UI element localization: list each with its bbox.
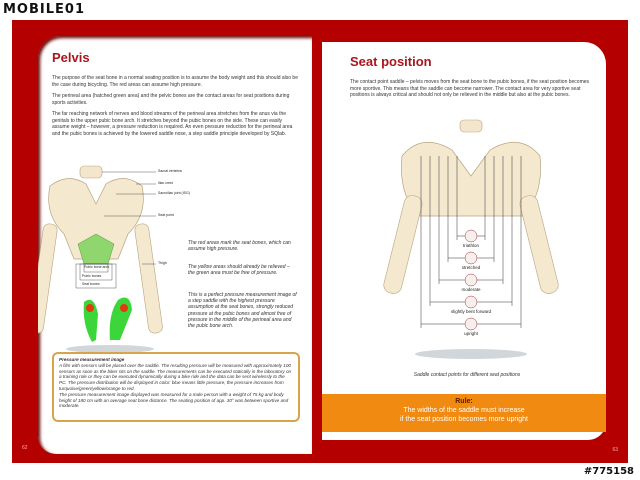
diagram-caption: Saddle contact points for different seat… xyxy=(413,372,521,378)
rider-position-icon xyxy=(464,273,478,287)
caption: The yellow areas should already be relie… xyxy=(188,264,290,277)
paragraph: The far reaching network of nerves and b… xyxy=(52,111,293,137)
diagram-label: Thigh xyxy=(158,261,167,265)
position-label: upright xyxy=(464,331,478,336)
diagram-label: Sacral vertebra xyxy=(158,169,182,173)
rider-position-icon xyxy=(464,317,478,331)
position-label: stretched xyxy=(461,265,481,270)
page-title: Seat position xyxy=(350,54,432,69)
page-title: Pelvis xyxy=(52,50,90,65)
left-page: Pelvis The purpose of the seat bone in a… xyxy=(38,36,312,454)
position-label: moderate xyxy=(461,287,481,292)
page-number-right: 63 xyxy=(612,447,618,453)
seat-positions-diagram xyxy=(383,119,559,359)
diagram-label: Sacroiliac joint (ISG) xyxy=(158,191,190,195)
diagram-label: Pubic bones xyxy=(82,274,102,278)
caption: The red areas mark the seat bones, which… xyxy=(188,240,291,253)
pelvis-diagram xyxy=(38,165,163,353)
box-text: A film with sensors will be placed over … xyxy=(59,362,292,391)
diagram-label: Iliac crest xyxy=(158,181,173,185)
mobile01-logo: MOBILE01 xyxy=(3,2,85,17)
box-text: The pressure measurement image displayed… xyxy=(59,391,289,409)
rider-position-icon xyxy=(464,229,478,243)
position-label: triathlon xyxy=(462,243,479,248)
paragraph: The perineal area (hatched green area) a… xyxy=(52,93,290,106)
watermark-id: #775158 xyxy=(583,466,634,477)
page-number-left: 62 xyxy=(22,445,28,451)
paragraph: The purpose of the seat bone in a normal… xyxy=(52,75,298,88)
rule-text: The widths of the saddle must increase xyxy=(403,407,525,414)
box-title: Pressure measurement image xyxy=(59,357,125,362)
rule-text: if the seat position becomes more uprigh… xyxy=(399,416,528,423)
caption: This is a perfect pressure measurement i… xyxy=(188,292,297,330)
position-label: slightly bent forward xyxy=(450,309,492,314)
diagram-label: Pubic bone arch xyxy=(84,265,110,269)
rider-position-icon xyxy=(464,251,478,265)
rule-title: Rule: xyxy=(455,398,473,405)
rule-banner: Rule: The widths of the saddle must incr… xyxy=(322,394,606,432)
rider-position-icon xyxy=(464,295,478,309)
diagram-label: Seat point xyxy=(158,213,174,217)
paragraph: The contact point saddle – pelvis moves … xyxy=(350,79,590,98)
right-page: Seat position The contact point saddle –… xyxy=(322,42,606,440)
pressure-measurement-box: Pressure measurement image A film with s… xyxy=(52,352,300,422)
diagram-label: Seat bones xyxy=(82,282,100,286)
